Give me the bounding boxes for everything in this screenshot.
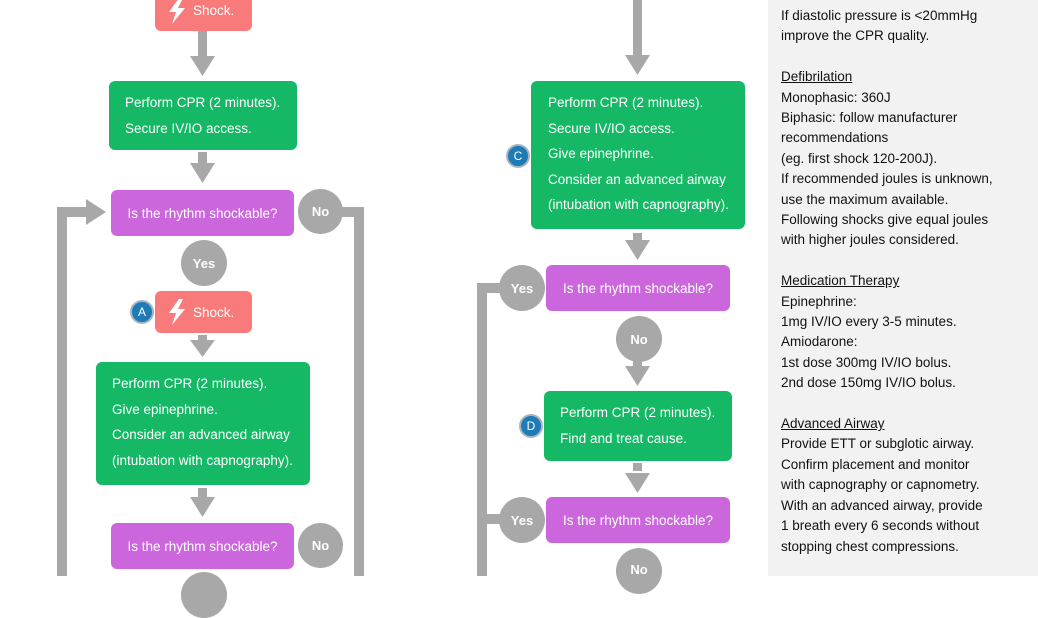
no-circle: No: [298, 189, 343, 234]
step-line: Secure IV/IO access.: [125, 120, 252, 136]
note-line: If diastolic pressure is <20mmHg: [781, 8, 978, 23]
note-line: Amiodarone:: [781, 334, 858, 350]
no-label: No: [630, 331, 648, 347]
note-line: If recommended joules is unknown,: [781, 171, 993, 187]
note-line: Following shocks give equal joules: [781, 212, 989, 228]
step-line: Perform CPR (2 minutes).: [560, 405, 716, 420]
note-line: recommendations: [781, 130, 889, 146]
note-line: Biphasic: follow manufacturer: [781, 110, 958, 126]
note-line: Monophasic: 360J: [781, 89, 891, 105]
cpr-step-left-1: Perform CPR (2 minutes). Secure IV/IO ac…: [109, 81, 297, 150]
shock-label: Shock.: [193, 3, 235, 18]
lightning-icon: [169, 0, 185, 24]
no-line-left: [340, 207, 364, 576]
yes-circle: Yes: [181, 240, 227, 286]
partial-circle: [181, 572, 227, 618]
loop-line-left: [57, 199, 106, 576]
cpr-step-left-2: Perform CPR (2 minutes). Give epinephrin…: [96, 362, 310, 485]
badge-label: D: [526, 419, 536, 433]
arrow-down: [625, 233, 650, 260]
step-line: Give epinephrine.: [548, 146, 654, 161]
arrow-down: [190, 30, 215, 76]
section-heading-defibrilation: Defibrilation: [781, 69, 853, 85]
no-label: No: [630, 562, 648, 577]
no-circle: No: [298, 523, 343, 568]
yes-label: Yes: [510, 280, 534, 296]
note-line: 1 breath every 6 seconds without: [781, 518, 980, 534]
cpr-step-middle-2: Perform CPR (2 minutes). Find and treat …: [544, 391, 732, 461]
rhythm-question-left-1: Is the rhythm shockable?: [111, 190, 294, 236]
loop-line-middle: [477, 283, 501, 576]
note-line: Epinephrine:: [781, 293, 857, 309]
note-line: Provide ETT or subglotic airway.: [781, 436, 975, 452]
note-line: 1st dose 300mg IV/IO bolus.: [781, 354, 952, 370]
no-circle: No: [616, 316, 662, 362]
yes-circle: Yes: [499, 265, 545, 311]
no-label: No: [311, 204, 330, 219]
yes-circle: Yes: [499, 497, 545, 543]
question-label: Is the rhythm shockable?: [127, 538, 278, 554]
arrow-down: [625, 0, 650, 75]
notes-text: If diastolic pressure is <20mmHg improve…: [781, 6, 993, 557]
notes-sidebar: [768, 0, 1038, 576]
flow-connectors: [57, 0, 650, 576]
rhythm-question-middle-1: Is the rhythm shockable?: [546, 265, 730, 311]
note-line: With an advanced airway, provide: [781, 497, 983, 513]
note-line: use the maximum available.: [781, 191, 949, 207]
badge-label: C: [513, 149, 523, 163]
note-line: stopping chest compressions.: [781, 538, 959, 554]
note-line: with capnography or capnometry.: [781, 477, 980, 493]
note-line: with higher joules considered.: [781, 232, 959, 248]
rhythm-question-left-2: Is the rhythm shockable?: [111, 523, 294, 569]
cpr-step-middle-1: Perform CPR (2 minutes). Secure IV/IO ac…: [531, 81, 745, 229]
lightning-icon: [169, 299, 185, 325]
no-circle: No: [616, 548, 662, 594]
shock-label: Shock.: [193, 304, 235, 320]
arrow-down: [190, 152, 215, 183]
step-badge-a: A: [130, 300, 154, 324]
step-line: (intubation with capnography).: [548, 197, 729, 212]
note-line: improve the CPR quality.: [781, 28, 930, 44]
question-label: Is the rhythm shockable?: [127, 205, 278, 221]
arrow-down: [625, 360, 650, 386]
step-line: Consider an advanced airway: [112, 427, 290, 442]
note-line: 2nd dose 150mg IV/IO bolus.: [781, 375, 956, 391]
note-line: (eg. first shock 120-200J).: [781, 150, 938, 166]
question-label: Is the rhythm shockable?: [562, 280, 714, 296]
step-line: Secure IV/IO access.: [548, 120, 675, 136]
step-badge-c: C: [506, 144, 530, 168]
shock-step-middle: Shock.: [155, 291, 252, 333]
no-label: No: [311, 538, 330, 553]
shock-step-top: Shock.: [155, 0, 252, 31]
yes-label: Yes: [510, 512, 534, 528]
step-line: Perform CPR (2 minutes).: [112, 376, 268, 391]
arrow-down: [190, 335, 215, 357]
arrow-down: [190, 488, 215, 517]
step-line: (intubation with capnography).: [112, 452, 293, 468]
arrow-down: [625, 463, 650, 493]
section-heading-airway: Advanced Airway: [781, 416, 885, 432]
section-heading-medication: Medication Therapy: [781, 273, 900, 289]
note-line: Confirm placement and monitor: [781, 456, 970, 472]
badge-label: A: [137, 305, 146, 319]
rhythm-question-middle-2: Is the rhythm shockable?: [546, 497, 730, 543]
step-line: Find and treat cause.: [560, 430, 687, 446]
step-badge-d: D: [519, 414, 543, 438]
step-line: Give epinephrine.: [112, 401, 218, 417]
question-label: Is the rhythm shockable?: [562, 512, 714, 528]
step-line: Consider an advanced airway: [548, 171, 726, 187]
note-line: 1mg IV/IO every 3-5 minutes.: [781, 314, 957, 330]
step-line: Perform CPR (2 minutes).: [548, 95, 704, 110]
yes-label: Yes: [192, 255, 216, 271]
step-line: Perform CPR (2 minutes).: [125, 95, 281, 110]
